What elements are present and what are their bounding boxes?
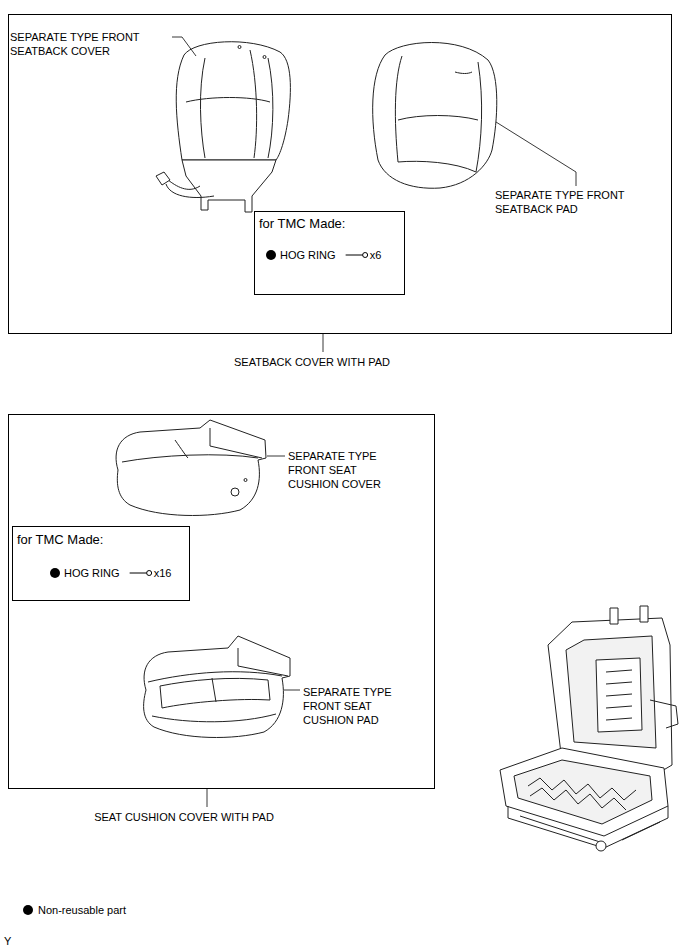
part-label: SEPARATE TYPE FRONT SEATBACK PAD (495, 188, 660, 216)
leader-line (207, 789, 208, 807)
figure-code: Y (4, 934, 34, 948)
seatback-pad (373, 43, 497, 189)
cushion-pad-line (160, 678, 270, 708)
seat-frame (528, 778, 636, 800)
seat-frame (530, 788, 626, 810)
quantity: x16 (154, 566, 172, 580)
seat-frame (596, 658, 642, 732)
hog-ring-line (346, 255, 363, 256)
seat-frame (514, 760, 652, 824)
group-box: for TMC Made:HOG RINGx16SEAT CUSHION COV… (8, 414, 435, 789)
note-heading: for TMC Made: (259, 216, 345, 232)
cushion-cover-hole (231, 488, 239, 496)
legend-swatch (22, 903, 34, 917)
seatback-pad-line (398, 116, 478, 121)
cushion-pad (144, 636, 290, 737)
seatback-cover-seam (268, 58, 273, 158)
seatback-hole (263, 56, 266, 59)
hog-ring-icon (363, 253, 368, 258)
non-reusable-dot (23, 905, 33, 915)
non-reusable-dot (266, 250, 276, 260)
leader-line (284, 690, 300, 691)
seatback-cover-seam (200, 58, 205, 158)
seat-frame (508, 806, 668, 848)
leader-line (323, 334, 324, 352)
seatback-pad-line (476, 62, 482, 172)
seatback-cover-seam (250, 50, 257, 158)
part-label: SEPARATE TYPE FRONT SEATBACK COVER (10, 30, 175, 58)
quantity: x6 (370, 248, 382, 262)
cushion-cover (116, 420, 266, 515)
part-name: HOG RING (64, 566, 120, 580)
seatback-pad-line (455, 72, 472, 74)
part-label: SEPARATE TYPE FRONT SEAT CUSHION PAD (303, 685, 413, 727)
cushion-pad-line (238, 648, 288, 676)
leader-line (172, 37, 196, 56)
cushion-cover-seam (175, 440, 188, 458)
leader-line (496, 122, 576, 186)
seatback-wire (166, 184, 214, 198)
cushion-pad-line (152, 714, 276, 722)
seat-frame (650, 700, 678, 728)
group-heading: SEAT CUSHION COVER WITH PAD (94, 810, 274, 824)
cushion-cover-seam (122, 455, 258, 462)
hog-ring-line (130, 573, 147, 574)
part-label: SEPARATE TYPE FRONT SEAT CUSHION COVER (288, 449, 398, 491)
seatback-cover-seam (186, 98, 270, 103)
note-box: for TMC Made: HOG RING x6 (254, 211, 405, 295)
group-box: for TMC Made:HOG RINGx6SEATBACK COVER WI… (8, 14, 672, 334)
leader-line (267, 456, 285, 457)
seatback-cover (176, 42, 290, 160)
cushion-pad-line (212, 678, 216, 702)
seat-frame (520, 816, 660, 842)
seat-frame (500, 748, 668, 836)
hog-ring-icon (147, 571, 152, 576)
seatback-wire (168, 180, 200, 189)
seatback-pad-line (395, 56, 402, 162)
note-box: for TMC Made: HOG RING x16 (12, 526, 190, 601)
cushion-pad-line (148, 672, 282, 682)
legend-text: Non-reusable part (38, 903, 126, 917)
part-name: HOG RING (280, 248, 336, 262)
non-reusable-dot (50, 568, 60, 578)
seatback-connector (156, 172, 170, 185)
seatback-cover-plate (182, 160, 276, 212)
seat-frame (596, 841, 606, 851)
cushion-cover-seam (210, 428, 262, 458)
note-heading: for TMC Made: (17, 532, 103, 548)
seat-frame (566, 636, 656, 748)
seatback-pad-line (398, 161, 476, 172)
cushion-cover-hole (244, 479, 247, 482)
seatback-hole (238, 46, 241, 49)
seat-frame (606, 670, 632, 720)
seat-frame (610, 606, 648, 624)
group-heading: SEATBACK COVER WITH PAD (234, 355, 390, 369)
